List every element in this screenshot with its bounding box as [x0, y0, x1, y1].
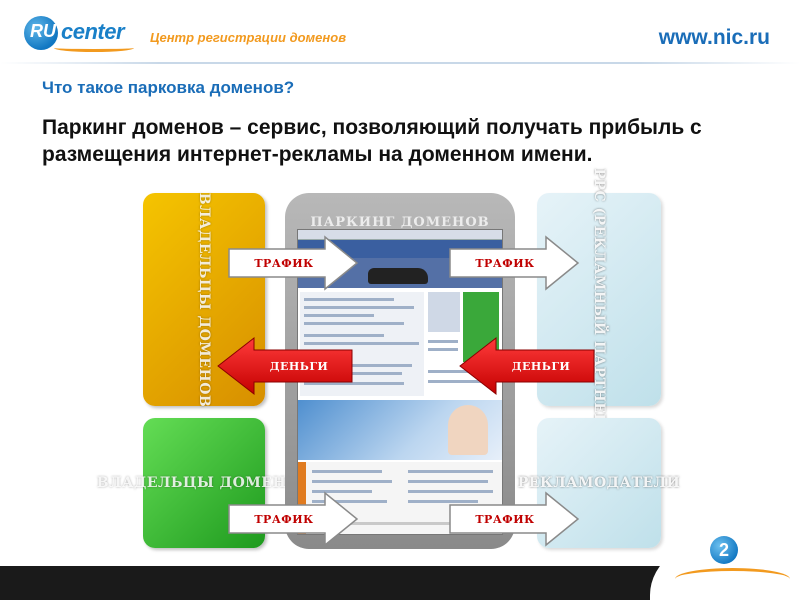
logo-circle: [24, 16, 58, 50]
money-arrow-left: ДЕНЬГИ: [217, 336, 353, 396]
money-label: ДЕНЬГИ: [269, 359, 329, 373]
advertisers-label: РЕКЛАМОДАТЕЛИ: [517, 475, 681, 491]
advertisers-box: РЕКЛАМОДАТЕЛИ: [518, 418, 680, 548]
traffic-arrow-bottom-right: ТРАФИК: [449, 491, 580, 547]
ru-center-logo: RU center: [24, 14, 134, 54]
tagline: Центр регистрации доменов: [150, 30, 347, 45]
domain-owners-label-bottom: ВЛАДЕЛЬЦЫ ДОМЕНОВ: [96, 475, 312, 491]
logo-ru-text: RU: [30, 21, 56, 41]
money-arrow-right: ДЕНЬГИ: [459, 336, 595, 396]
traffic-arrow-top-right: ТРАФИК: [449, 235, 580, 291]
page-number-badge: 2: [710, 536, 738, 564]
traffic-label: ТРАФИК: [475, 512, 535, 526]
money-label: ДЕНЬГИ: [511, 359, 571, 373]
traffic-arrow-top-left: ТРАФИК: [228, 235, 359, 291]
domain-parking-label: ПАРКИНГ ДОМЕНОВ: [310, 215, 490, 230]
footer-swoosh: [675, 568, 790, 590]
site-url: www.nic.ru: [658, 26, 770, 49]
traffic-arrow-bottom-left: ТРАФИК: [228, 491, 359, 547]
logo-center-text: center: [61, 19, 125, 44]
traffic-label: ТРАФИК: [475, 256, 535, 270]
domain-owners-label-top: ВЛАДЕЛЬЦЫ ДОМЕНОВ: [196, 192, 212, 407]
traffic-label: ТРАФИК: [254, 256, 314, 270]
traffic-label: ТРАФИК: [254, 512, 314, 526]
slide-title: Что такое парковка доменов?: [42, 78, 295, 97]
logo-swoosh: [54, 44, 134, 52]
main-definition-text: Паркинг доменов – сервис, позволяющий по…: [42, 116, 702, 166]
header-divider: [0, 62, 800, 64]
